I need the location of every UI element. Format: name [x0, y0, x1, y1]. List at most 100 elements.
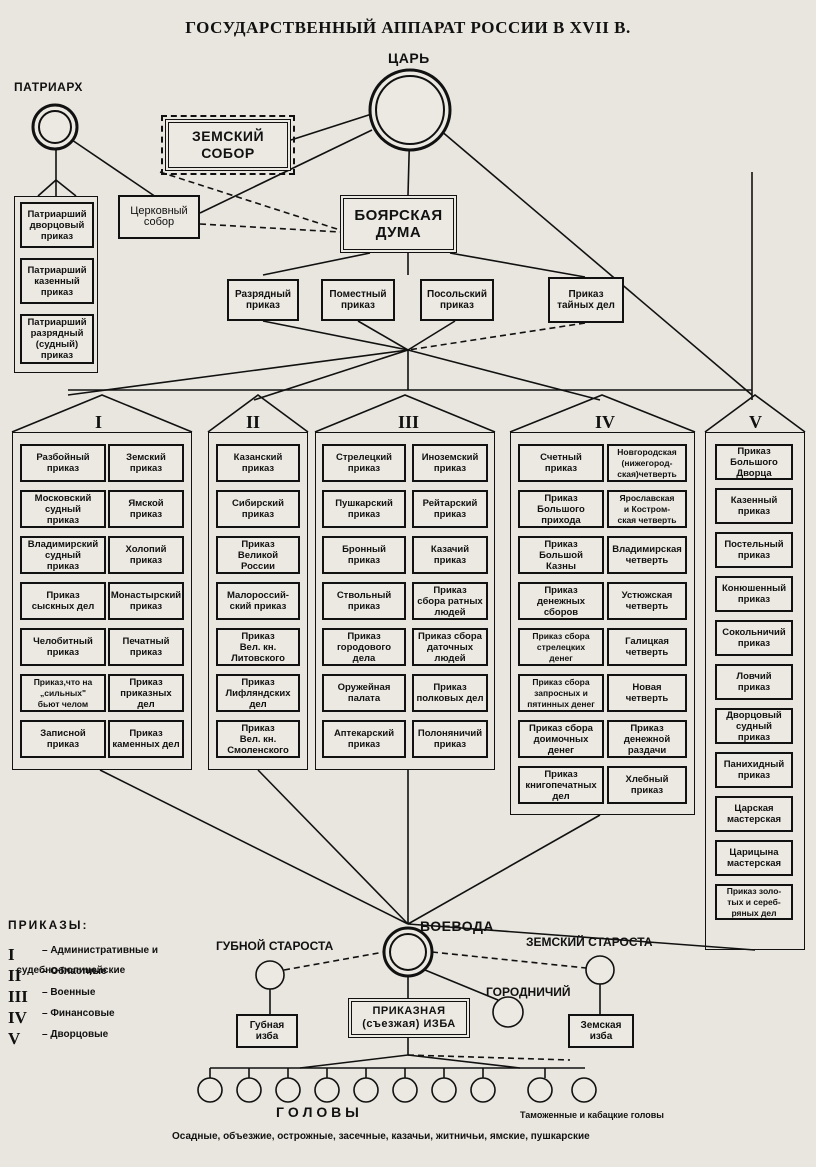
- legend-item-2: III– Военные: [8, 987, 95, 1007]
- prikaz-box-g1-9: Печатный приказ: [108, 628, 184, 666]
- prikaz-box-g3-11: Приказ полковых дел: [412, 674, 488, 712]
- prikaz-box-g5-4: Сокольничий приказ: [715, 620, 793, 656]
- group-g1-roof: [11, 394, 193, 433]
- gorodnichiy-label: ГОРОДНИЧИЙ: [486, 985, 571, 999]
- tsar-to-zemsky-sobor: [290, 111, 379, 141]
- g2-to-voevoda: [257, 769, 409, 925]
- prikaz-box-g2-3: Малороссий- ский приказ: [216, 582, 300, 620]
- legend-heading: ПРИКАЗЫ:: [8, 918, 89, 932]
- golova-circle-0: [197, 1077, 223, 1103]
- group-g1-panel: [12, 432, 192, 770]
- prikaz-box-g3-1: Иноземский приказ: [412, 444, 488, 482]
- prikaz-box-g5-9: Царицына мастерская: [715, 840, 793, 876]
- prikaz-box-g5-0: Приказ Большого Дворца: [715, 444, 793, 480]
- prikaz-box-g1-4: Владимирский судный приказ: [20, 536, 106, 574]
- prikaz-box-g1-12: Записной приказ: [20, 720, 106, 758]
- prikaz-box-g4-13: Приказ денежной раздачи: [607, 720, 687, 758]
- prikaz-box-g4-5: Владимирская четверть: [607, 536, 687, 574]
- prikaz-box-g5-5: Ловчий приказ: [715, 664, 793, 700]
- legend-text: – Областные: [42, 966, 107, 977]
- prikaz-box-g1-11: Приказ приказных дел: [108, 674, 184, 712]
- prikaz-box-g2-5: Приказ Лифляндских дел: [216, 674, 300, 712]
- prikaz-box-g4-9: Галицкая четверть: [607, 628, 687, 666]
- legend-item-3: IV– Финансовые: [8, 1008, 115, 1028]
- prikaz-box-g3-13: Полоняничий приказ: [412, 720, 488, 758]
- prikaz-box-g4-8: Приказ сбора стрелецких денег: [518, 628, 604, 666]
- gubnoy-starosta-label: ГУБНОЙ СТАРОСТА: [216, 939, 334, 953]
- legend-item-4: V– Дворцовые: [8, 1029, 108, 1049]
- voevoda-label: ВОЕВОДА: [420, 918, 495, 934]
- prikaz-box-g5-10: Приказ золо- тых и сереб- ряных дел: [715, 884, 793, 920]
- prikaz-box-g2-6: Приказ Вел. кн. Смоленского: [216, 720, 300, 758]
- prikaz-box-g1-7: Монастырский приказ: [108, 582, 184, 620]
- prikaz-box-g2-0: Казанский приказ: [216, 444, 300, 482]
- g1-to-voevoda: [99, 769, 409, 925]
- group-5-label: V: [749, 412, 762, 432]
- voevoda-circle-inner: [389, 933, 427, 971]
- group-2-label: II: [246, 412, 261, 432]
- voevoda-circle: [382, 926, 434, 978]
- patriarch-circle-inner: [38, 110, 72, 144]
- prikaz-box-g4-14: Приказ книгопечатных дел: [518, 766, 604, 804]
- prikaz-box-g5-3: Конюшенный приказ: [715, 576, 793, 612]
- prikaz-box-g1-0: Разбойный приказ: [20, 444, 106, 482]
- hub-to-g4: [407, 349, 601, 401]
- group-1-label: I: [95, 412, 103, 432]
- group-g5-panel: [705, 432, 805, 950]
- prikaznaya-izba-box: ПРИКАЗНАЯ (съезжая) ИЗБА: [348, 998, 470, 1038]
- zemskaya-izba-box: Земская изба: [568, 1014, 634, 1048]
- prikaz-box-g4-6: Приказ денежных сборов: [518, 582, 604, 620]
- panel-roof-left: [37, 179, 57, 197]
- prikaz-box-g4-1: Новгородская (нижегород- ская)четверть: [607, 444, 687, 482]
- central-to-hub-2: [407, 320, 456, 351]
- gubnoy-starosta-circle: [255, 960, 285, 990]
- prikaz-box-g1-2: Московский судный приказ: [20, 490, 106, 528]
- golova-circle-2: [275, 1077, 301, 1103]
- prikaz-box-g2-2: Приказ Великой России: [216, 536, 300, 574]
- legend-text: – Административные и судебно-полицейские: [16, 945, 159, 976]
- group-g2-roof: [207, 394, 309, 433]
- duma-to-razryad: [262, 252, 371, 276]
- tsar-circle-inner: [375, 75, 445, 145]
- legend-numeral: III: [8, 987, 28, 1006]
- prikaz-box-g5-2: Постельный приказ: [715, 532, 793, 568]
- patriarch-prikaz-box-0: Патриарший дворцовый приказ: [20, 202, 94, 248]
- tamozh-circle-0: [527, 1077, 553, 1103]
- voevoda-to-gorodnichiy: [424, 969, 499, 1001]
- legend-numeral: II: [8, 966, 22, 985]
- page-title: ГОСУДАРСТВЕННЫЙ АППАРАТ РОССИИ В XVII В.: [185, 18, 631, 37]
- church-to-duma-dashed: [199, 223, 341, 233]
- zemsky-sobor-box: ЗЕМСКИЙ СОБОР: [161, 115, 295, 175]
- group-4-label: IV: [595, 412, 616, 432]
- church-sobor-box: Церковный собор: [118, 195, 200, 239]
- patriarch-prikaz-box-1: Патриарший казенный приказ: [20, 258, 94, 304]
- prikaz-box-g1-3: Ямской приказ: [108, 490, 184, 528]
- sobor-to-duma-dashed: [159, 171, 341, 231]
- prikaz-box-g1-13: Приказ каменных дел: [108, 720, 184, 758]
- tsar-circle: [368, 68, 452, 152]
- prikaz-box-g3-9: Приказ сбора даточных людей: [412, 628, 488, 666]
- tsar-to-palace-prikazy: [439, 129, 753, 396]
- prikaz-box-g4-2: Приказ Большого прихода: [518, 490, 604, 528]
- legend-item-1: II – Областные: [8, 966, 107, 986]
- prikaz-box-g4-12: Приказ сбора доимочных денег: [518, 720, 604, 758]
- prikaz-box-g5-1: Казенный приказ: [715, 488, 793, 524]
- tayn-to-hub-dashed: [407, 322, 586, 351]
- prikaz-box-g4-15: Хлебный приказ: [607, 766, 687, 804]
- prikaz-box-g5-6: Дворцовый судный приказ: [715, 708, 793, 744]
- prikaz-box-g3-8: Приказ городового дела: [322, 628, 406, 666]
- tsar-to-church-sobor: [199, 129, 373, 214]
- golovy-label: Г О Л О В Ы: [276, 1104, 359, 1120]
- golova-circle-4: [353, 1077, 379, 1103]
- g4-to-voevoda: [407, 814, 601, 925]
- gubnaya-izba-box: Губная изба: [236, 1014, 298, 1048]
- prikaz-box-g4-3: Ярославская и Костром- ская четверть: [607, 490, 687, 528]
- central-prikaz-box-3: Приказ тайных дел: [548, 277, 624, 323]
- zemsky-starosta-label: ЗЕМСКИЙ СТАРОСТА: [526, 935, 653, 949]
- legend-numeral: I: [8, 945, 15, 964]
- tsar-label: ЦАРЬ: [388, 50, 430, 66]
- legend-numeral: V: [8, 1029, 21, 1048]
- prikaz-box-g3-7: Приказ сбора ратных людей: [412, 582, 488, 620]
- prikaz-box-g3-6: Ствольный приказ: [322, 582, 406, 620]
